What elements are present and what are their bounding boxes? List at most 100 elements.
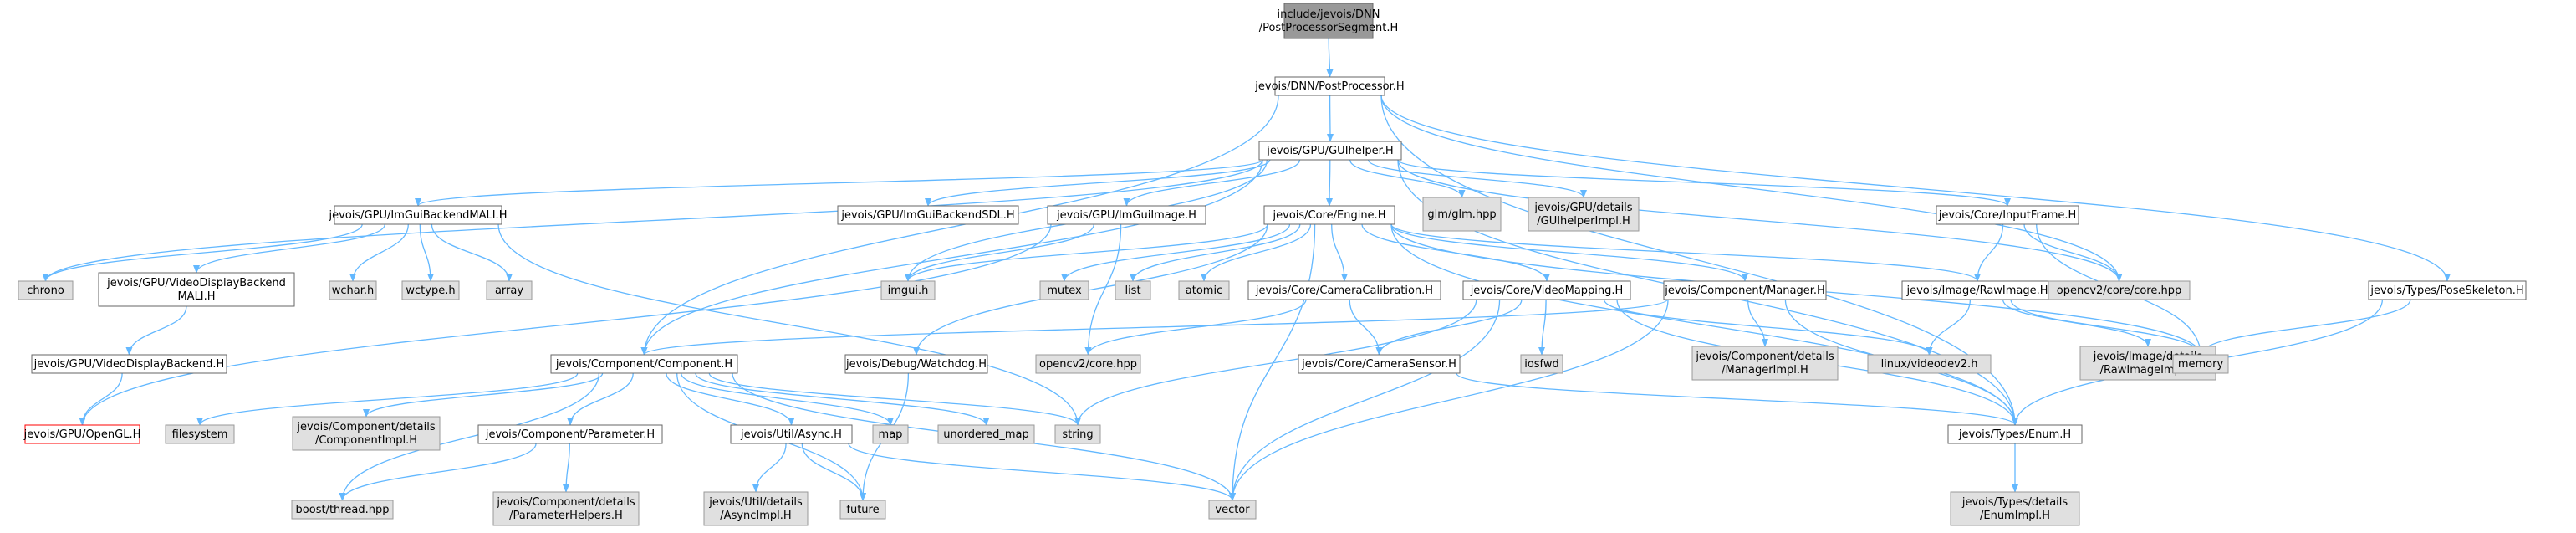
node-gui[interactable]: jevois/GPU/GUIhelper.H xyxy=(1258,141,1402,161)
node-mali[interactable]: jevois/GPU/ImGuiBackendMALI.H xyxy=(329,205,508,225)
edge-engine-to-camcal xyxy=(1331,223,1348,282)
node-label-inframe-0: jevois/Core/InputFrame.H xyxy=(1938,209,2077,222)
edge-comp-to-compimpl xyxy=(363,372,604,418)
node-box-inframe xyxy=(1936,205,2079,225)
node-label-root-1: /PostProcessorSegment.H xyxy=(1259,22,1399,34)
edge-comp-to-filesystem xyxy=(196,372,579,426)
node-box-mutex xyxy=(1039,280,1089,300)
node-box-enumh xyxy=(1947,424,2083,444)
node-wctype: wctype.h xyxy=(401,280,460,300)
node-label-vdbmali-1: MALI.H xyxy=(177,290,215,303)
edge-inframe-to-rawimg xyxy=(1974,223,2004,282)
node-label-asyncimpl-0: jevois/Util/details xyxy=(708,496,803,509)
node-img[interactable]: jevois/GPU/ImGuiImage.H xyxy=(1047,205,1206,225)
edge-vmap-to-iosfwd xyxy=(1538,299,1547,356)
node-box-root xyxy=(1283,3,1374,39)
node-label-compimpl-1: /ComponentImpl.H xyxy=(315,434,417,447)
edge-comp-to-map xyxy=(681,372,894,426)
node-label-glm-0: glm/glm.hpp xyxy=(1427,208,1496,221)
node-label-atomic-0: atomic xyxy=(1186,284,1222,297)
node-label-paramhelp-1: /ParameterHelpers.H xyxy=(509,510,623,522)
node-box-umap xyxy=(937,424,1035,444)
edge-async-to-vector xyxy=(848,443,1236,501)
node-box-cvcore xyxy=(1035,354,1141,374)
edge-param-to-paramhelp xyxy=(563,443,570,493)
edge-gui-to-cvcorehpp xyxy=(1397,159,2123,282)
edge-cmgr-to-comp xyxy=(640,299,1668,356)
node-opengl[interactable]: jevois/GPU/OpenGL.H xyxy=(23,424,141,444)
node-sdl[interactable]: jevois/GPU/ImGuiBackendSDL.H xyxy=(837,205,1019,225)
node-box-array xyxy=(486,280,533,300)
node-async[interactable]: jevois/Util/Async.H xyxy=(730,424,853,444)
node-guiimpl: jevois/GPU/details/GUIhelperImpl.H xyxy=(1528,197,1640,232)
node-vmap[interactable]: jevois/Core/VideoMapping.H xyxy=(1462,280,1631,300)
node-label-param-0: jevois/Component/Parameter.H xyxy=(485,428,655,441)
edge-mali-to-chrono xyxy=(42,223,363,282)
node-box-vmap xyxy=(1462,280,1631,300)
edge-engine-to-rawimg xyxy=(1390,223,1981,282)
node-label-future-0: future xyxy=(846,504,879,516)
edge-engine-to-watchdog xyxy=(913,223,1268,356)
edge-camcal-to-camsensor xyxy=(1349,299,1383,356)
node-label-chrono-0: chrono xyxy=(27,284,64,297)
node-cvcore: opencv2/core.hpp xyxy=(1035,354,1141,374)
node-label-watchdog-0: jevois/Debug/Watchdog.H xyxy=(845,358,987,371)
edge-param-to-boost xyxy=(339,443,537,501)
node-box-async xyxy=(730,424,853,444)
node-comp[interactable]: jevois/Component/Component.H xyxy=(550,354,738,374)
node-enumh[interactable]: jevois/Types/Enum.H xyxy=(1947,424,2083,444)
edge-mali-to-vdbmali xyxy=(193,223,385,274)
node-box-compimpl xyxy=(292,416,441,451)
node-box-wchar xyxy=(329,280,377,300)
node-label-opengl-0: jevois/GPU/OpenGL.H xyxy=(23,428,141,441)
edge-vmap-to-string xyxy=(1074,299,1477,426)
node-box-opengl xyxy=(24,424,140,444)
node-list: list xyxy=(1115,280,1151,300)
node-box-map xyxy=(872,424,909,444)
node-box-string xyxy=(1054,424,1101,444)
node-box-paramhelp xyxy=(492,491,640,526)
node-box-param xyxy=(477,424,663,444)
node-param[interactable]: jevois/Component/Parameter.H xyxy=(477,424,663,444)
edge-gui-to-engine xyxy=(1326,159,1334,207)
node-map: map xyxy=(872,424,909,444)
node-pp[interactable]: jevois/DNN/PostProcessor.H xyxy=(1254,76,1405,96)
node-label-camsensor-0: jevois/Core/CameraSensor.H xyxy=(1301,358,1456,371)
edge-gui-to-mali xyxy=(415,159,1263,207)
edge-gui-to-glm xyxy=(1349,159,1466,198)
node-box-mgrimpl xyxy=(1691,346,1839,381)
node-label-mgrimpl-1: /ManagerImpl.H xyxy=(1722,364,1808,377)
node-label-sdl-0: jevois/GPU/ImGuiBackendSDL.H xyxy=(840,209,1014,222)
node-enumimpl: jevois/Types/details/EnumImpl.H xyxy=(1950,491,2080,526)
node-camsensor[interactable]: jevois/Core/CameraSensor.H xyxy=(1298,354,1461,374)
edge-gui-to-img xyxy=(1123,159,1301,207)
node-inframe[interactable]: jevois/Core/InputFrame.H xyxy=(1936,205,2079,225)
node-label-root-0: include/jevois/DNN xyxy=(1278,8,1380,21)
node-engine[interactable]: jevois/Core/Engine.H xyxy=(1263,205,1395,225)
node-rawimg[interactable]: jevois/Image/RawImage.H xyxy=(1901,280,2053,300)
node-box-wctype xyxy=(401,280,460,300)
node-box-watchdog xyxy=(844,354,988,374)
edge-engine-to-atomic xyxy=(1201,223,1312,282)
node-label-pp-0: jevois/DNN/PostProcessor.H xyxy=(1254,80,1404,93)
node-label-mutex-0: mutex xyxy=(1047,284,1082,297)
node-vdb[interactable]: jevois/GPU/VideoDisplayBackend.H xyxy=(31,354,227,374)
edge-vdb-to-opengl xyxy=(79,372,123,426)
node-box-glm xyxy=(1422,197,1502,232)
node-label-vdb-0: jevois/GPU/VideoDisplayBackend.H xyxy=(33,358,225,371)
node-umap: unordered_map xyxy=(937,424,1035,444)
node-memory: memory xyxy=(2172,354,2229,374)
node-pose[interactable]: jevois/Types/PoseSkeleton.H xyxy=(2368,280,2527,300)
node-filesystem: filesystem xyxy=(165,424,235,444)
node-label-img-0: jevois/GPU/ImGuiImage.H xyxy=(1056,209,1196,222)
node-label-mgrimpl-0: jevois/Component/details xyxy=(1695,351,1834,363)
node-label-umap-0: unordered_map xyxy=(943,428,1029,441)
node-watchdog[interactable]: jevois/Debug/Watchdog.H xyxy=(844,354,988,374)
node-label-filesystem-0: filesystem xyxy=(172,428,228,441)
node-box-iosfwd xyxy=(1520,354,1563,374)
node-cmgr[interactable]: jevois/Component/Manager.H xyxy=(1663,280,1827,300)
node-camcal[interactable]: jevois/Core/CameraCalibration.H xyxy=(1247,280,1441,300)
node-label-memory-0: memory xyxy=(2178,358,2224,371)
